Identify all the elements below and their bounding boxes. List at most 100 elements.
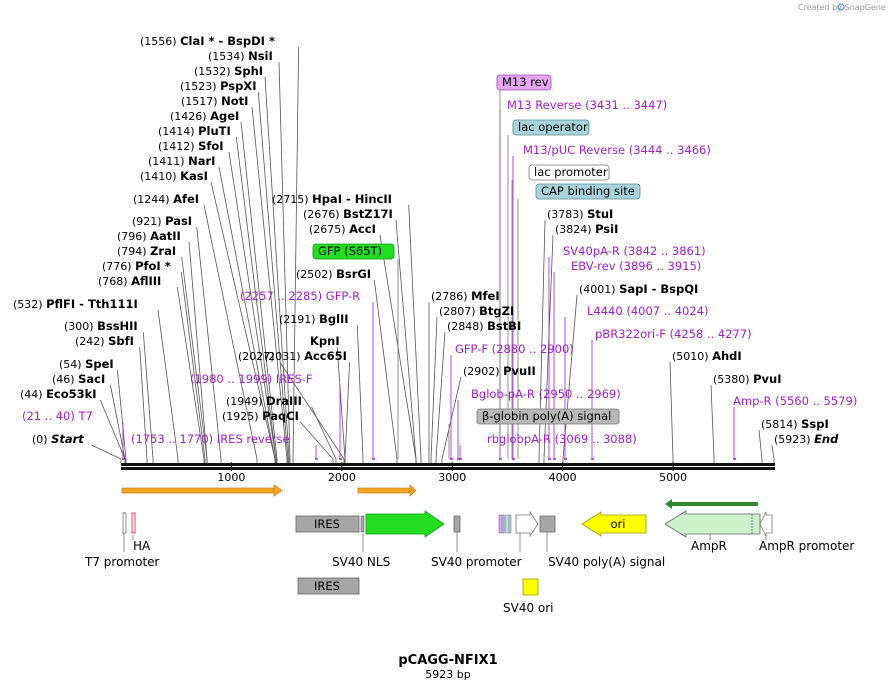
ampr-promoter-feature	[759, 511, 773, 537]
feature-track: IRES ori	[122, 510, 773, 596]
feature-callout: GFP (S65T)	[312, 243, 395, 260]
enzyme-connector	[395, 219, 417, 460]
enzyme-position: (1426)	[170, 110, 210, 123]
enzyme-name: PluTI	[198, 124, 231, 138]
enzyme-connector	[235, 136, 277, 460]
enzyme-connector	[344, 361, 350, 460]
enzyme-connector	[771, 444, 775, 460]
enzyme-label: (1426) AgeI	[170, 109, 239, 123]
enzyme-label: (2786) MfeI	[431, 289, 500, 303]
enzyme-position: (2807)	[439, 305, 479, 318]
enzyme-text: (1532) SphI	[194, 64, 263, 78]
enzyme-label: (1523) PspXI	[180, 79, 257, 93]
enzyme-text: (46) SacI	[52, 372, 105, 386]
feature-callout: lac operator	[512, 119, 590, 136]
site-labels: (1556) ClaI * - BspDI *(1534) NsiI(1532)…	[13, 34, 857, 446]
enzyme-label: (2715) HpaI - HincII	[272, 192, 392, 206]
enzyme-text: (242) SbfI	[75, 334, 134, 348]
primer-label: EBV-rev (3896 .. 3915)	[571, 259, 701, 273]
enzyme-label: KpnI	[310, 334, 340, 348]
sequence-line-bottom	[121, 467, 775, 470]
feature-callout: CAP binding site	[535, 183, 641, 200]
enzyme-name: ClaI * - BspDI *	[180, 34, 275, 48]
enzyme-text: (2676) BstZ17I	[303, 207, 393, 221]
enzyme-text: (2675) AccI	[309, 222, 376, 236]
primer-label: L4440 (4007 .. 4024)	[587, 304, 708, 318]
axis-tick-label: 2000	[328, 471, 356, 484]
enzyme-connector	[91, 444, 122, 460]
enzyme-position: (1523)	[180, 80, 220, 93]
primer-name: M13/pUC Reverse	[523, 143, 629, 157]
enzyme-text: (794) ZraI	[117, 244, 176, 258]
primer-name: GFP-R	[326, 289, 360, 303]
enzyme-name: NarI	[188, 154, 215, 168]
enzyme-connector	[210, 181, 276, 460]
enzyme-text: (5814) SspI	[761, 417, 829, 431]
enzyme-connector	[176, 286, 205, 460]
primer-label: rbglobpA-R (3069 .. 3088)	[487, 432, 637, 446]
enzyme-name: SphI	[234, 64, 263, 78]
enzyme-name: BsrGI	[336, 267, 371, 281]
enzyme-name: End	[814, 432, 839, 446]
primer-label: Bglob-pA-R (2950 .. 2969)	[471, 387, 621, 401]
t7-promoter-feature	[122, 512, 127, 534]
enzyme-name: ZraI	[150, 244, 176, 258]
enzyme-text: (44) Eco53kI	[20, 387, 97, 401]
enzyme-connector	[408, 204, 422, 460]
ires-feature-2	[297, 577, 360, 595]
feature-callout-text: GFP (S65T)	[318, 244, 382, 258]
enzyme-connector	[300, 421, 334, 460]
enzyme-connector	[758, 429, 763, 460]
primer-text: Amp-R (5560 .. 5579)	[733, 394, 857, 408]
enzyme-name: AatII	[150, 229, 181, 243]
primer-label: M13/pUC Reverse (3444 .. 3466)	[523, 143, 711, 157]
enzyme-label: (2807) BtgZI	[439, 304, 514, 318]
feature-callout-box	[512, 119, 590, 136]
primer-text: GFP-F (2880 .. 2900)	[455, 342, 574, 356]
primer-range: (2880 .. 2900)	[492, 342, 574, 356]
enzyme-connector	[373, 279, 398, 460]
bglobin-feature	[453, 515, 461, 533]
enzyme-text: (5923) End	[774, 432, 839, 446]
lac-region-feature	[498, 514, 512, 534]
enzyme-text: (1412) SfoI	[158, 139, 224, 153]
enzyme-position: (1925)	[222, 410, 262, 423]
enzyme-text: (5380) PvuI	[713, 372, 781, 386]
primer-range: (3431 .. 3447)	[585, 98, 667, 112]
enzyme-text: (5010) AhdI	[672, 349, 742, 363]
enzyme-position: (5923)	[774, 433, 814, 446]
enzyme-position: (5380)	[713, 373, 753, 386]
primer-range: (4258 .. 4277)	[670, 327, 752, 341]
enzyme-label: (2675) AccI	[309, 222, 376, 236]
ori-feature	[581, 511, 647, 537]
enzyme-label: (2191) BglII	[279, 312, 349, 326]
enzyme-text: (3824) PsiI	[555, 222, 618, 236]
sv40-promoter-label: SV40 promoter	[431, 555, 522, 569]
enzyme-label: (1517) NotI	[181, 94, 248, 108]
enzyme-name: KpnI	[310, 334, 340, 348]
enzyme-position: (1414)	[158, 125, 198, 138]
enzyme-connector	[203, 204, 258, 460]
enzyme-text: (1410) KasI	[140, 169, 208, 183]
enzyme-name: AgeI	[210, 109, 239, 123]
primer-range: (5560 .. 5579)	[775, 394, 857, 408]
enzyme-connector	[196, 226, 222, 460]
enzyme-name: PvuII	[503, 364, 536, 378]
enzyme-position: (44)	[20, 388, 46, 401]
enzyme-text: (54) SpeI	[59, 357, 114, 371]
primer-range: (1753 .. 1770)	[131, 432, 217, 446]
primer-text: Bglob-pA-R (2950 .. 2969)	[471, 387, 621, 401]
axis-tick-label: 5000	[659, 471, 687, 484]
enzyme-label: (1412) SfoI	[158, 139, 224, 153]
enzyme-text: (2027)	[238, 350, 275, 363]
enzyme-position: (768)	[98, 275, 131, 288]
sv40-nls-feature	[360, 515, 365, 533]
primer-name: Amp-R	[733, 394, 775, 408]
primer-name: pBR322ori-F	[595, 327, 670, 341]
enzyme-connector	[188, 241, 208, 460]
enzyme-text: (921) PasI	[132, 214, 192, 228]
primer-name: rbglobpA-R	[487, 432, 555, 446]
enzyme-connector	[142, 331, 154, 460]
enzyme-position: (3824)	[555, 223, 595, 236]
